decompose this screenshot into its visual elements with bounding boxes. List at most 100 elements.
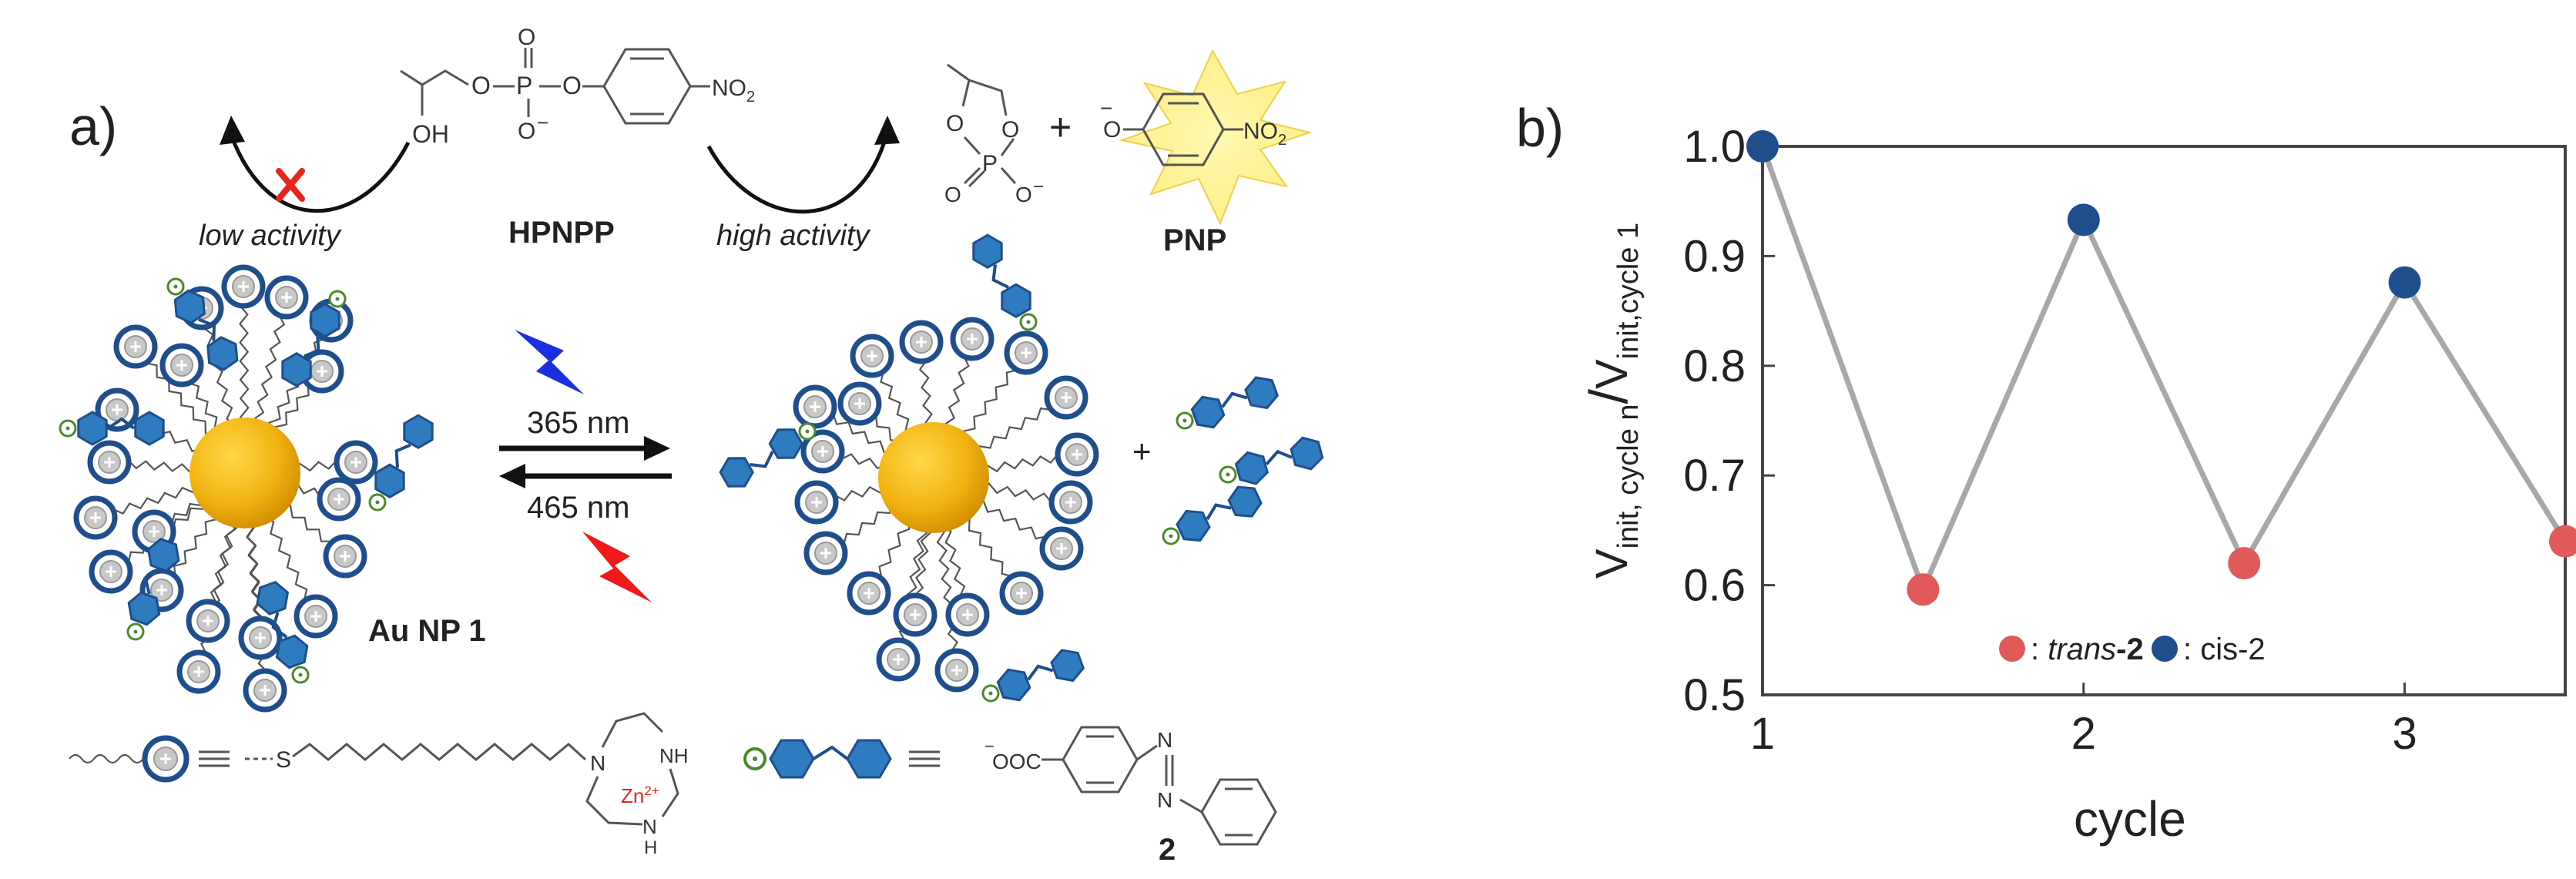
- atom-h: H: [644, 837, 657, 858]
- ammonium-headgroup-icon: [1048, 480, 1093, 525]
- ammonium-headgroup-icon: [186, 599, 230, 643]
- atom-o-bottom: O: [518, 119, 535, 144]
- ammonium-headgroup-icon: [899, 320, 944, 364]
- hpnpp-structure: OH O P O O − O NO2: [400, 25, 755, 148]
- atom-o-minus-charge: −: [1100, 96, 1112, 120]
- blocked-x-icon: [276, 168, 305, 202]
- atom-o-ring-4: O: [1015, 183, 1032, 206]
- panel-a-label: a): [69, 96, 117, 156]
- atom-n-azo-2: N: [1157, 788, 1172, 812]
- ammonium-headgroup-icon: [87, 440, 132, 485]
- ammonium-headgroup-icon: [793, 384, 837, 429]
- ammonium-headgroup-icon: [850, 334, 894, 378]
- chart-legend: : trans-2 : cis-2: [1999, 632, 2266, 666]
- ammonium-headgroup-icon: [950, 317, 995, 361]
- wavelength-365: 365 nm: [527, 406, 629, 440]
- y-axis-label: Vinit, cycle n/Vinit,cycle 1: [1578, 223, 1645, 579]
- product-plus: +: [1049, 106, 1072, 149]
- ammonium-headgroup-icon: [800, 429, 845, 474]
- atom-p: P: [516, 72, 532, 99]
- azobenzene-icon: [368, 414, 434, 512]
- ammonium-headgroup-icon: [113, 324, 158, 369]
- hpnpp-label: HPNPP: [508, 216, 615, 250]
- legend-trans-marker: [1999, 636, 2025, 662]
- y-label-v1: V: [1587, 549, 1637, 579]
- y-tick-label: 1.0: [1683, 122, 1746, 172]
- atom-o-minus: O: [1103, 117, 1121, 143]
- atom-ooc: OOC: [992, 750, 1041, 773]
- azobenzene-icon: [281, 290, 347, 387]
- y-label-v2: V: [1587, 359, 1637, 389]
- azobenzene-icon: [126, 537, 180, 641]
- ammonium-headgroup-icon: [317, 477, 361, 522]
- atom-n-2: N: [642, 815, 657, 838]
- azobenzene-icon: [719, 422, 817, 488]
- atom-p-ring: P: [982, 151, 998, 176]
- au-nanoparticle-right: [719, 233, 1099, 703]
- ammonium-headgroup-icon: [243, 668, 287, 713]
- ammonium-headgroup-icon: [934, 648, 979, 693]
- atom-no2: NO2: [712, 75, 755, 106]
- atom-zn: Zn2+: [621, 783, 659, 807]
- legend-cis-marker: [2152, 636, 2178, 662]
- atom-o-1: O: [471, 72, 491, 99]
- blue-lightning-icon: [515, 330, 584, 394]
- azobenzene-icon: [1176, 376, 1280, 430]
- wavelength-465: 465 nm: [527, 491, 629, 525]
- ammonium-headgroup-icon: [1004, 330, 1048, 375]
- atom-o-ring-3: O: [944, 183, 961, 206]
- ammonium-headgroup-icon: [1055, 432, 1099, 477]
- ammonium-headgroup-icon: [238, 616, 283, 660]
- released-plus: +: [1132, 433, 1152, 469]
- azobenzene-icon: [256, 580, 310, 684]
- data-series: [1746, 130, 2576, 606]
- data-point-trans: [2549, 525, 2576, 558]
- pnp-structure: − O NO2: [1100, 49, 1313, 226]
- au-np-label: Au NP 1: [368, 614, 486, 648]
- ammonium-headgroup-icon: [837, 381, 882, 426]
- ammonium-headgroup-icon: [221, 264, 266, 309]
- ammonium-headgroup-icon: [803, 531, 848, 575]
- panel-b-label: b): [1516, 98, 1564, 158]
- pnp-label: PNP: [1163, 223, 1226, 257]
- released-azobenzene-group: [1162, 376, 1324, 545]
- ammonium-headgroup-icon: [293, 594, 338, 639]
- legend-trans-label: : trans-2: [2031, 632, 2144, 666]
- cyclic-phosphate-structure: O O P O O −: [944, 63, 1044, 206]
- legend-cis-label: : cis-2: [2183, 632, 2266, 666]
- ammonium-headgroup-icon: [323, 534, 367, 579]
- low-activity-label: low activity: [199, 220, 342, 252]
- azobenzene-icon: [166, 277, 239, 371]
- compound-2-label: 2: [1159, 833, 1176, 867]
- atom-oh: OH: [412, 120, 449, 148]
- y-tick-label: 0.8: [1683, 341, 1746, 391]
- ammonium-headgroup-icon: [847, 571, 891, 616]
- low-activity-arrow: [229, 134, 411, 213]
- gold-core: [190, 418, 300, 528]
- x-axis-label: cycle: [2074, 791, 2186, 847]
- atom-o-bottom-charge: −: [537, 111, 548, 134]
- ammonium-headgroup-icon: [334, 440, 378, 485]
- x-tick-label: 1: [1750, 709, 1775, 759]
- high-activity-arrowhead: [874, 116, 900, 145]
- atom-o-ring-1: O: [946, 111, 964, 136]
- azobenzene-ligand-icon: [743, 739, 892, 779]
- au-nanoparticle-left: [59, 264, 434, 713]
- ammonium-headgroup-icon: [794, 480, 839, 525]
- svg-text:Vinit, cycle n/Vinit,cycle 1: Vinit, cycle n/Vinit,cycle 1: [1578, 223, 1645, 579]
- plot-frame: [1761, 145, 2567, 696]
- atom-o-ring-2: O: [1001, 117, 1019, 143]
- data-point-cis: [2388, 266, 2421, 299]
- y-label-slash: /: [1578, 388, 1639, 404]
- ammonium-headgroup-icon: [89, 549, 133, 594]
- x-tick-label: 3: [2392, 709, 2417, 759]
- ammonium-headgroup-icon: [1039, 526, 1084, 571]
- azobenzene-icon: [1219, 436, 1324, 485]
- high-activity-arrow: [706, 136, 888, 214]
- red-lightning-icon: [582, 532, 652, 602]
- azobenzene-icon: [1162, 485, 1263, 545]
- data-point-trans: [2228, 547, 2261, 580]
- y-label-sub1: init, cycle n: [1612, 404, 1645, 549]
